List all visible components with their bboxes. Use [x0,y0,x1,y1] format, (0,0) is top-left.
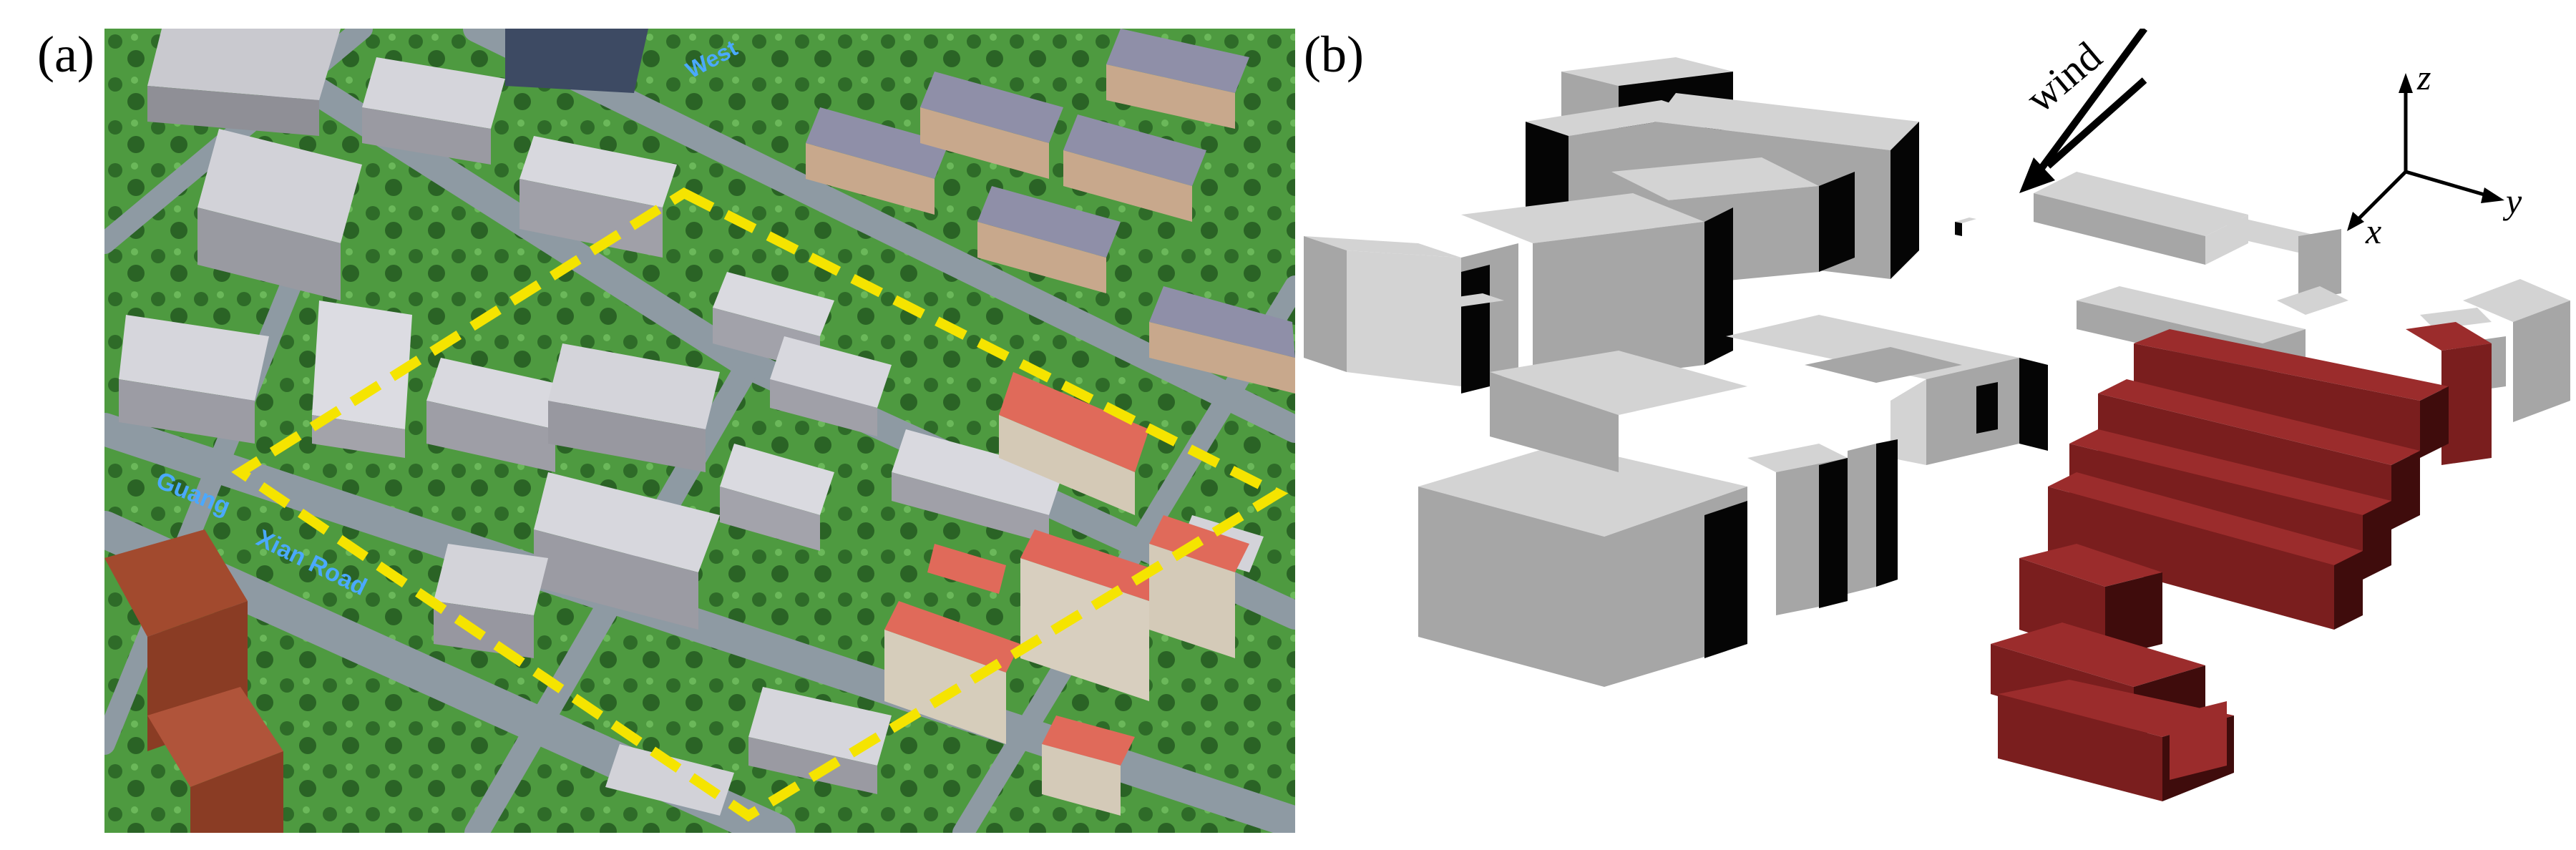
block-model-3d: wind z y x [1304,29,2570,801]
gray-building-front [1418,351,1898,687]
aerial-campus-image: Guang Xian Road West [104,29,1295,833]
wind-arrow: wind [2017,29,2148,193]
gray-building-courtyard [1726,315,2048,465]
aerial-red-roof-buildings [884,372,1249,816]
axis-label-x: x [2365,211,2381,251]
axes-triad [2347,73,2504,231]
axis-label-y: y [2502,181,2522,221]
wind-label: wind [2017,33,2111,122]
panel-label-b: (b) [1304,26,1364,83]
panel-label-a: (a) [37,26,94,83]
study-area-outline [231,187,1289,822]
gray-building-cluster-north [1304,57,1919,394]
target-buildings-red [1991,322,2492,801]
aerial-brown-buildings [104,529,283,833]
aerial-buildings [119,29,1264,816]
axis-label-z: z [2416,57,2431,97]
aerial-residential-blocks [806,29,1295,394]
